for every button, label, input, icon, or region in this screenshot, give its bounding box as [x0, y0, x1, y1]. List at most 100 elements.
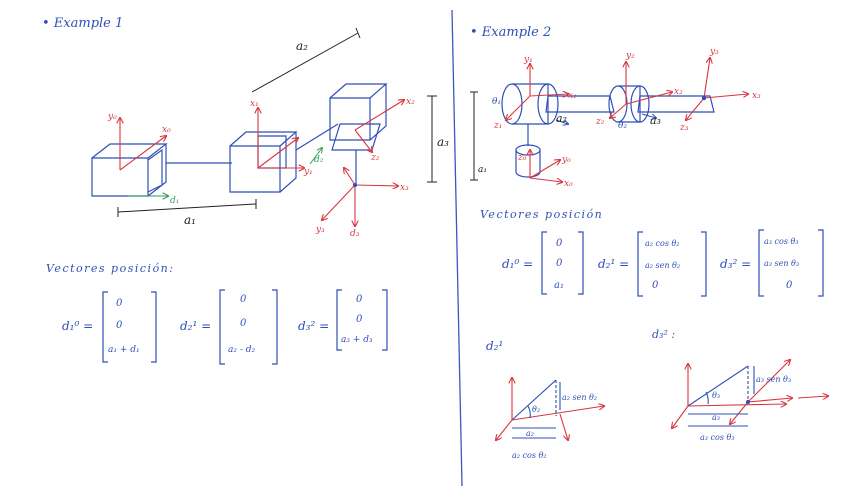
- e2-vector-d23-name: d₃² =: [720, 257, 751, 271]
- sketch1-angle: θ₂: [532, 405, 540, 414]
- label-x1: x₁: [250, 99, 259, 109]
- label-e2-x1: x₁: [568, 91, 577, 101]
- label-e2-y0: y₀: [561, 155, 571, 165]
- label-d1: d₁: [170, 196, 179, 206]
- page-divider: [451, 9, 463, 487]
- label-e2-z0: z₀: [517, 153, 527, 163]
- link-a3: [637, 95, 715, 113]
- vector-d23-name: d₃² =: [298, 319, 329, 333]
- sketch-d12-label: d₂¹: [486, 339, 503, 353]
- d2-arrow: [309, 148, 322, 165]
- theta3-arrow: [641, 113, 656, 118]
- vector-d12: d₂¹ = 0 0 a₂ - d₂: [180, 289, 278, 365]
- prismatic-block-2: [329, 83, 388, 186]
- sketch-d23: θ₃ a₃ sen θ₃ a₃ a₃ cos θ₃: [672, 360, 828, 442]
- label-d3: d₃: [350, 229, 360, 239]
- label-x2: x₂: [406, 97, 415, 107]
- label-e2-z3: z₃: [679, 123, 689, 133]
- label-y0: y₀: [107, 112, 117, 122]
- link-2: [295, 123, 339, 151]
- vector-d23-row1: 0: [356, 294, 363, 305]
- frame-2: [322, 100, 404, 226]
- frame-0: [120, 118, 166, 171]
- revolute-joint-2: [608, 85, 650, 123]
- sketch2-point: [746, 400, 750, 404]
- vector-d12-row1: 0: [240, 294, 247, 305]
- vector-d23-row2: 0: [356, 314, 363, 325]
- e2-vector-d23-row2: a₃ sen θ₃: [764, 259, 799, 268]
- dimension-a2: [251, 27, 361, 93]
- example1-vectors-title: Vectores posición:: [46, 262, 174, 275]
- label-a3: a₃: [437, 135, 449, 149]
- vector-d01-row1: 0: [116, 298, 123, 309]
- dimension-a1-vertical: [470, 91, 478, 181]
- dimension-a1: [117, 199, 257, 217]
- e2-vector-d12: d₂¹ = a₂ cos θ₂ a₂ sen θ₂ 0: [598, 231, 707, 297]
- sketch1-base: a₂: [526, 429, 534, 438]
- label-a2: a₂: [296, 39, 308, 53]
- label-e2-th1: θ₁: [492, 97, 501, 107]
- label-e2-y2: y₂: [625, 51, 635, 61]
- label-e2-a3: a₃: [650, 114, 661, 127]
- e2-end-effector: [701, 95, 707, 101]
- label-z2: z₂: [370, 153, 380, 163]
- theta2-arrow: [555, 119, 568, 124]
- e2-vector-d23: d₃² = a₃ cos θ₃ a₃ sen θ₃ 0: [720, 229, 824, 297]
- label-x3: x₃: [400, 183, 409, 193]
- vector-d01: d₁⁰ = 0 0 a₁ + d₁: [62, 291, 157, 363]
- label-e2-y1: y₁: [523, 55, 533, 65]
- sketch-d12: θ₂ a₂ sen θ₂ a₂ a₂ cos θ₂: [496, 378, 604, 460]
- e2-vector-d12-row3: 0: [652, 280, 659, 291]
- label-x0: x₀: [162, 125, 171, 135]
- vector-d12-name: d₂¹ =: [180, 319, 211, 333]
- e2-vector-d01-row2: 0: [556, 258, 563, 269]
- label-e2-z1: z₁: [493, 121, 502, 131]
- vector-d12-row3: a₂ - d₂: [228, 345, 255, 355]
- example1-section: • Example 1 a₂: [42, 16, 449, 365]
- example2-heading: • Example 2: [470, 25, 551, 40]
- link-a2: [545, 95, 615, 113]
- label-e2-y3: y₃: [709, 47, 719, 57]
- sketch-d23-label: d₃² :: [652, 328, 675, 341]
- vector-d01-name: d₁⁰ =: [62, 319, 93, 333]
- prismatic-block-0: [91, 143, 168, 197]
- prismatic-block-1: [229, 131, 298, 193]
- label-y1: y₁: [303, 167, 313, 177]
- sketch2-vert: a₃ sen θ₃: [756, 375, 791, 384]
- vector-d01-row2: 0: [116, 320, 123, 331]
- label-e2-x3: x₃: [752, 91, 761, 101]
- label-y3: y₃: [315, 225, 325, 235]
- dimension-a3: [427, 95, 437, 183]
- example2-frames: [506, 58, 748, 182]
- vector-d23-row3: a₃ + d₃: [341, 335, 373, 345]
- sketch1-under: a₂ cos θ₂: [512, 451, 547, 460]
- label-e2-x2: x₂: [674, 87, 683, 97]
- vector-d12-row2: 0: [240, 318, 247, 329]
- e2-vector-d01-name: d₁⁰ =: [502, 257, 533, 271]
- example1-heading: • Example 1: [42, 16, 123, 31]
- label-e2-x0: x₀: [564, 179, 573, 189]
- label-e2-a2: a₂: [556, 112, 567, 125]
- e2-vector-d01: d₁⁰ = 0 0 a₁: [502, 231, 584, 295]
- label-a1: a₁: [184, 213, 196, 227]
- e2-vector-d23-row1: a₃ cos θ₃: [764, 237, 799, 246]
- sketch2-under: a₃ cos θ₃: [700, 433, 735, 442]
- base-cylinder: [515, 124, 541, 178]
- e2-vector-d01-row1: 0: [556, 238, 563, 249]
- e2-vector-d23-row3: 0: [786, 280, 793, 291]
- label-e2-th2: θ₂: [618, 121, 627, 131]
- vector-d23: d₃² = 0 0 a₃ + d₃: [298, 289, 388, 351]
- example2-section: • Example 2 a₁: [470, 25, 828, 460]
- label-e2-z2: z₂: [595, 117, 605, 127]
- e2-vector-d12-row1: a₂ cos θ₂: [645, 239, 680, 248]
- sketch1-vert: a₂ sen θ₂: [562, 393, 597, 402]
- end-effector-point: [353, 183, 357, 187]
- sketch2-base: a₃: [712, 413, 720, 422]
- example2-vectors-title: Vectores posición: [480, 208, 603, 221]
- e2-vector-d12-name: d₂¹ =: [598, 257, 629, 271]
- frame-1: [258, 108, 304, 168]
- sketch2-angle: θ₃: [712, 391, 720, 400]
- e2-vector-d01-row3: a₁: [554, 280, 564, 291]
- label-d2: d₂: [314, 155, 324, 165]
